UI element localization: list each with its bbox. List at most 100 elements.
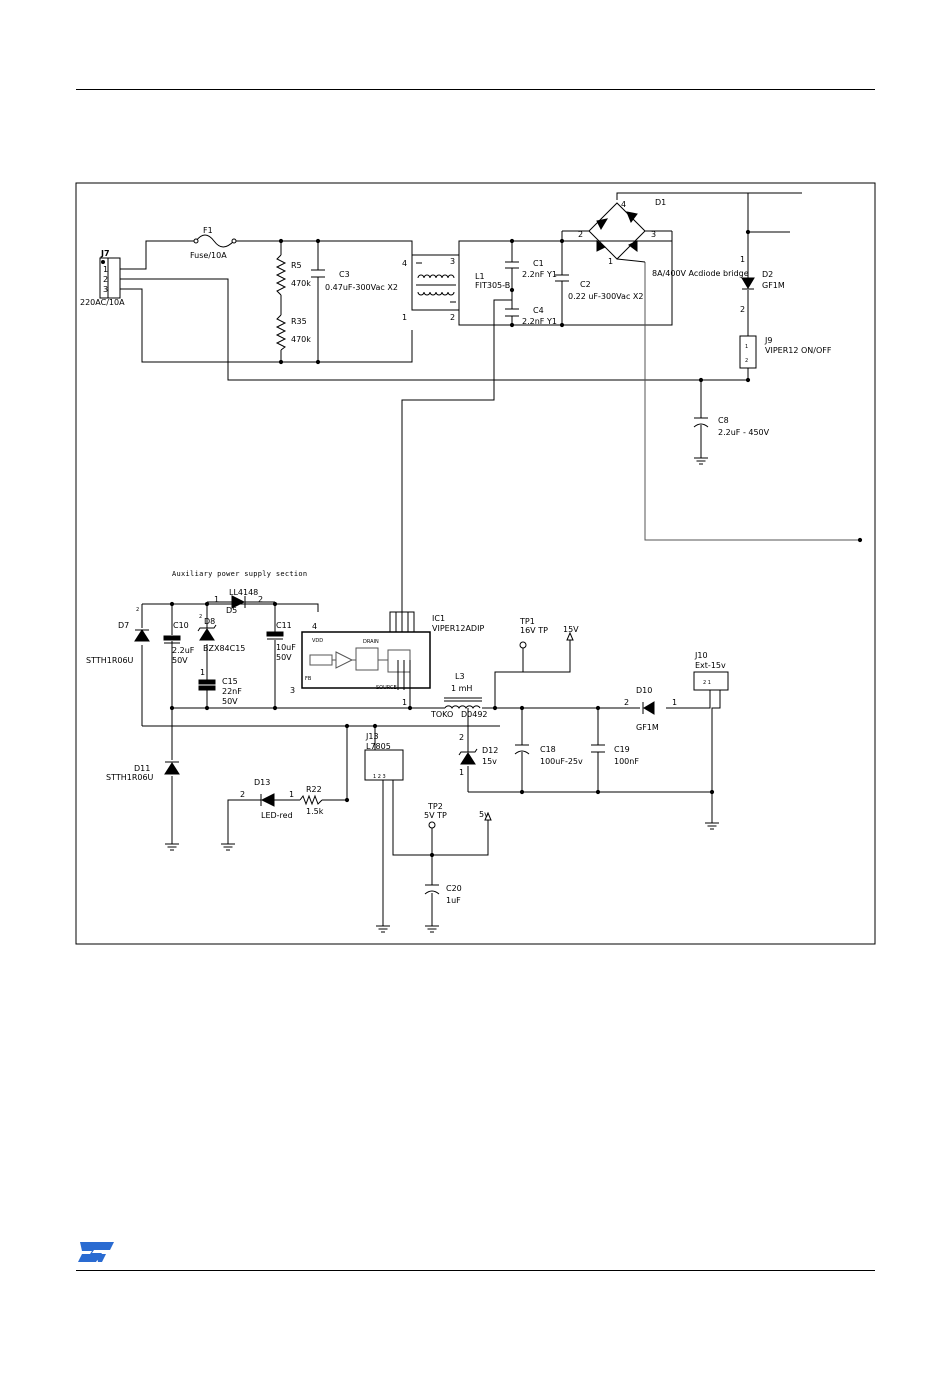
r22-value: 1.5k: [306, 807, 324, 816]
d5-label: D5: [226, 606, 237, 615]
d13-led: [220, 793, 300, 851]
d12-pin-1: 1: [459, 768, 464, 777]
j7-pin-2: 2: [103, 275, 108, 284]
j9-value: VIPER12 ON/OFF: [765, 346, 832, 355]
c3-capacitor: [311, 269, 325, 278]
l3-part: TOKO: [430, 710, 453, 719]
choke-pin-4: 4: [402, 259, 407, 268]
aux-section-title: Auxiliary power supply section: [172, 570, 307, 578]
d5-diode: [207, 595, 275, 609]
r5-label: R5: [291, 261, 302, 270]
j7-rating: 220AC/10A: [80, 298, 125, 307]
d10-label: D10: [636, 686, 652, 695]
c8-label: C8: [718, 416, 729, 425]
f1-label: F1: [203, 226, 213, 235]
d11-value: STTH1R06U: [106, 773, 154, 782]
d11-label: D11: [134, 764, 150, 773]
l3-label: L3: [455, 672, 465, 681]
d13-pin-1: 1: [289, 790, 294, 799]
c18-capacitor: [514, 744, 530, 755]
c8-capacitor: [693, 417, 709, 465]
d12-zener: [458, 748, 478, 765]
c20-label: C20: [446, 884, 462, 893]
d2-label: D2: [762, 270, 773, 279]
d13-pin-2: 2: [240, 790, 245, 799]
l3-part-2: D0492: [461, 710, 488, 719]
d2-diode: [741, 277, 755, 290]
c19-value: 100nF: [614, 757, 639, 766]
c10-capacitor: [163, 635, 181, 644]
mains-wiring: [120, 192, 860, 612]
c18-label: C18: [540, 745, 556, 754]
d13-label: D13: [254, 778, 270, 787]
j13-regulator: [364, 749, 404, 781]
l1-value: FIT305-B: [475, 281, 510, 290]
r35-value: 470k: [291, 335, 311, 344]
tp1-value: 16V TP: [520, 626, 548, 635]
j9-label: J9: [764, 336, 772, 345]
j9-jumper: [739, 335, 757, 369]
choke-pin-1: 1: [402, 313, 407, 322]
v15-port: [566, 631, 574, 641]
c1-value: 2.2nF Y1: [522, 270, 557, 279]
d10-diode: [642, 701, 655, 715]
c4-value: 2.2nF Y1: [522, 317, 557, 326]
f1-value: Fuse/10A: [190, 251, 227, 260]
c4-label: C4: [533, 306, 544, 315]
r35-resistor: [275, 314, 287, 351]
l1-label: L1: [475, 272, 485, 281]
d7-value: STTH1R06U: [86, 656, 134, 665]
ic1-label: IC1: [432, 614, 445, 623]
d5-pin-1: 1: [214, 595, 219, 604]
l3-inductor: [444, 697, 482, 710]
choke-pin-3: 3: [450, 257, 455, 266]
j7-connector: [99, 257, 121, 299]
j10-pins: 2 1: [703, 680, 711, 686]
c10-value: 2.2uF: [172, 646, 195, 655]
d12-label: D12: [482, 746, 498, 755]
r5-value: 470k: [291, 279, 311, 288]
j13-label: J13: [365, 732, 379, 741]
d8-value: BZX84C15: [203, 644, 245, 653]
c2-capacitor: [555, 274, 569, 282]
ic1-source-pin: SOURCE: [376, 685, 397, 691]
tp2-label: TP2: [427, 802, 443, 811]
j10-label: J10: [694, 651, 708, 660]
j10-connector: [693, 671, 729, 691]
v15-label: 15V: [563, 625, 579, 634]
d12-value: 15v: [482, 757, 497, 766]
d2-pin-2: 2: [740, 305, 745, 314]
tp1-label: TP1: [519, 617, 535, 626]
c10-label: C10: [173, 621, 189, 630]
d8-pin-1: 1: [200, 668, 205, 677]
d8-pin-2: 2: [199, 614, 202, 620]
c3-label: C3: [339, 270, 350, 279]
d13-value: LED-red: [261, 811, 293, 820]
c15-capacitor: [198, 679, 216, 691]
d8-zener: [197, 624, 217, 641]
d5-pin-2: 2: [258, 595, 263, 604]
ic1-value: VIPER12ADIP: [432, 624, 484, 633]
c11-value: 10uF: [276, 643, 296, 652]
c1-label: C1: [533, 259, 544, 268]
c11-voltage: 50V: [276, 653, 292, 662]
d1-pin-1: 1: [608, 257, 613, 266]
j13-pins: 1 2 3: [373, 774, 386, 780]
c15-value: 22nF: [222, 687, 242, 696]
header-rule: [76, 89, 875, 90]
d1-value: 8A/400V Acdiode bridge: [652, 269, 749, 278]
st-logo-icon: [78, 1242, 114, 1262]
c1-capacitor: [505, 261, 519, 269]
ic1-pin-1: 1: [402, 698, 407, 707]
footer-rule: [76, 1270, 875, 1271]
tp2-value: 5V TP: [424, 811, 447, 820]
ic1-viper12: [301, 611, 431, 690]
c11-capacitor: [266, 631, 284, 640]
c19-capacitor: [591, 744, 605, 753]
j9-pin-2: 2: [745, 358, 748, 364]
ic1-pin-4: 4: [312, 622, 317, 631]
j13-value: L7805: [366, 742, 391, 751]
d7-diode: [134, 629, 150, 642]
c15-voltage: 50V: [222, 697, 238, 706]
c4-capacitor: [505, 308, 519, 317]
